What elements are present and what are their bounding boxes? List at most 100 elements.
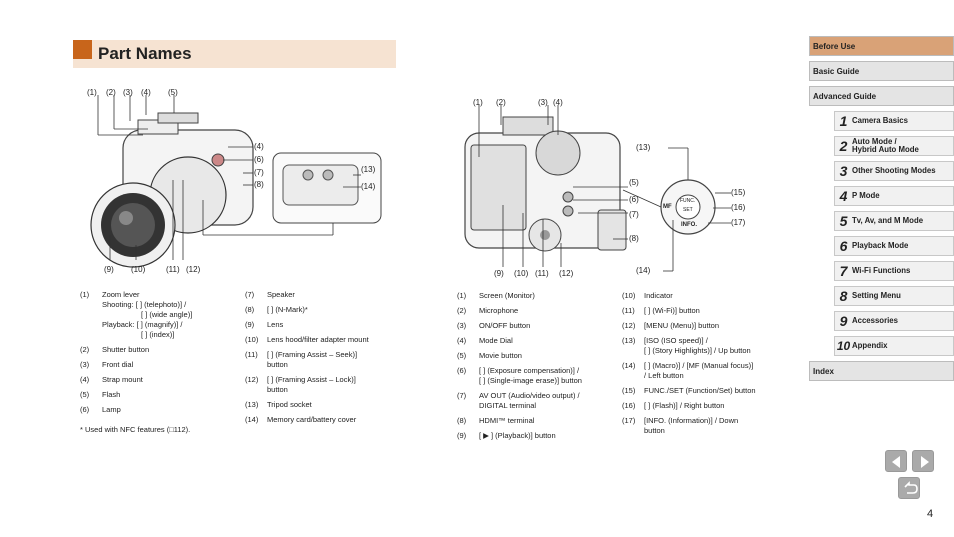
- inset-label: INFO.: [681, 222, 697, 228]
- page-title: Part Names: [98, 44, 192, 63]
- callout: (13): [636, 143, 651, 152]
- chapter-number: 2: [839, 138, 848, 154]
- sidebar-item-before-use[interactable]: Before Use: [809, 36, 954, 56]
- callout: (10): [514, 269, 529, 278]
- list-item: (8)[ ] (N-Mark)*: [245, 305, 395, 315]
- list-item: (6) Lamp: [80, 405, 235, 415]
- item-text: [ ] (Framing Assist – Seek)]: [267, 350, 358, 359]
- page-number: 4: [927, 508, 934, 520]
- item-number: (14): [245, 415, 259, 424]
- item-text: Lamp: [102, 405, 121, 414]
- parts-list-3: (1)Screen (Monitor) (2)Microphone (3)ON/…: [457, 291, 617, 446]
- chapter-number: 1: [839, 113, 848, 129]
- sidebar-item-index[interactable]: Index: [809, 361, 954, 381]
- item-number: (12): [245, 375, 259, 384]
- item-text: [ ] (Wi-Fi)] button: [644, 306, 700, 315]
- list-item: (12)[MENU (Menu)] button: [622, 321, 782, 331]
- item-text: Screen (Monitor): [479, 291, 535, 300]
- item-number: (9): [457, 431, 467, 440]
- item-number: (7): [457, 391, 467, 400]
- list-item: (9)Lens: [245, 320, 395, 330]
- item-number: (1): [80, 290, 90, 299]
- callout: (13): [361, 165, 376, 174]
- item-text: [ ] (Framing Assist – Lock)]: [267, 375, 356, 384]
- callout: (4): [553, 98, 563, 107]
- chapter-label: P Mode: [852, 191, 880, 200]
- chapter-label: Playback Mode: [852, 241, 909, 250]
- chapter-number: 5: [839, 213, 848, 229]
- chapter-label: Other Shooting Modes: [852, 166, 936, 175]
- item-number: (17): [622, 416, 636, 425]
- parts-list-2: (7)Speaker (8)[ ] (N-Mark)* (9)Lens (10)…: [245, 290, 395, 430]
- item-text: Memory card/battery cover: [267, 415, 357, 424]
- item-text: Mode Dial: [479, 336, 513, 345]
- item-number: (10): [245, 335, 259, 344]
- item-number: (6): [80, 405, 90, 414]
- item-number: (8): [245, 305, 255, 314]
- inset-label: MF: [663, 204, 672, 210]
- back-button[interactable]: [898, 477, 920, 499]
- sidebar-item-basic-guide[interactable]: Basic Guide: [809, 61, 954, 81]
- prev-page-button[interactable]: [885, 450, 907, 472]
- list-item: (3)Front dial: [80, 360, 235, 370]
- callout: (15): [731, 188, 746, 197]
- item-text: [ ] (Story Highlights)] / Up button: [644, 346, 751, 355]
- callout: (3): [538, 98, 548, 107]
- chapter-number: 10: [836, 339, 851, 353]
- camera-front-illustration: [90, 95, 382, 268]
- callout: (4): [254, 142, 264, 151]
- list-item: (2)Microphone: [457, 306, 617, 316]
- chapter-number: 7: [839, 263, 848, 279]
- callout: (8): [629, 234, 639, 243]
- sidebar-item-advanced-guide[interactable]: Advanced Guide: [809, 86, 954, 106]
- item-text: button: [267, 385, 288, 394]
- callout: (12): [559, 269, 574, 278]
- item-number: (2): [457, 306, 467, 315]
- list-item: (7)Speaker: [245, 290, 395, 300]
- item-text: [MENU (Menu)] button: [644, 321, 720, 330]
- list-item: (12) [ ] (Framing Assist – Lock)]button: [245, 375, 395, 395]
- title-bar: [73, 40, 396, 68]
- list-item: (10)Lens hood/filter adapter mount: [245, 335, 395, 345]
- chapter-label: Setting Menu: [852, 291, 901, 300]
- arrow-right-icon: [921, 456, 929, 468]
- item-number: (4): [457, 336, 467, 345]
- chapter-label: Appendix: [852, 341, 888, 350]
- item-number: (5): [80, 390, 90, 399]
- item-text: Movie button: [479, 351, 522, 360]
- callout: (2): [496, 98, 506, 107]
- list-item: (13)[ISO (ISO speed)] /[ ] (Story Highli…: [622, 336, 782, 356]
- list-item: (15)FUNC./SET (Function/Set) button: [622, 386, 782, 396]
- list-item: (5) Movie button: [457, 351, 617, 361]
- item-text: Playback: [ ] (magnify)] /: [102, 320, 183, 329]
- inset-label: SET: [683, 207, 693, 213]
- item-text: [ ] (Exposure compensation)] /: [479, 366, 580, 375]
- sidebar-chapter-1[interactable]: 1 Camera Basics: [834, 111, 954, 131]
- camera-front-figure: (1) (2) (3) (4) (5) (4) (6) (7) (8) (13)…: [78, 85, 388, 280]
- camera-back-figure: (1) (2) (3) (4) (5) (6) (7) (8) (13) (15…: [463, 95, 763, 280]
- next-page-button[interactable]: [912, 450, 934, 472]
- item-number: (13): [622, 336, 636, 345]
- list-item: (1)Screen (Monitor): [457, 291, 617, 301]
- list-item: (11)[ ] (Wi-Fi)] button: [622, 306, 782, 316]
- callout: (6): [629, 195, 639, 204]
- item-number: (5): [457, 351, 467, 360]
- chapter-label: Camera Basics: [852, 116, 908, 125]
- item-text: [INFO. (Information)] / Down: [644, 416, 739, 425]
- item-text: [ ] (index)]: [141, 330, 175, 339]
- callout: (7): [629, 210, 639, 219]
- list-item: (13)Tripod socket: [245, 400, 395, 410]
- callout: (9): [494, 269, 504, 278]
- callout: (3): [123, 88, 133, 97]
